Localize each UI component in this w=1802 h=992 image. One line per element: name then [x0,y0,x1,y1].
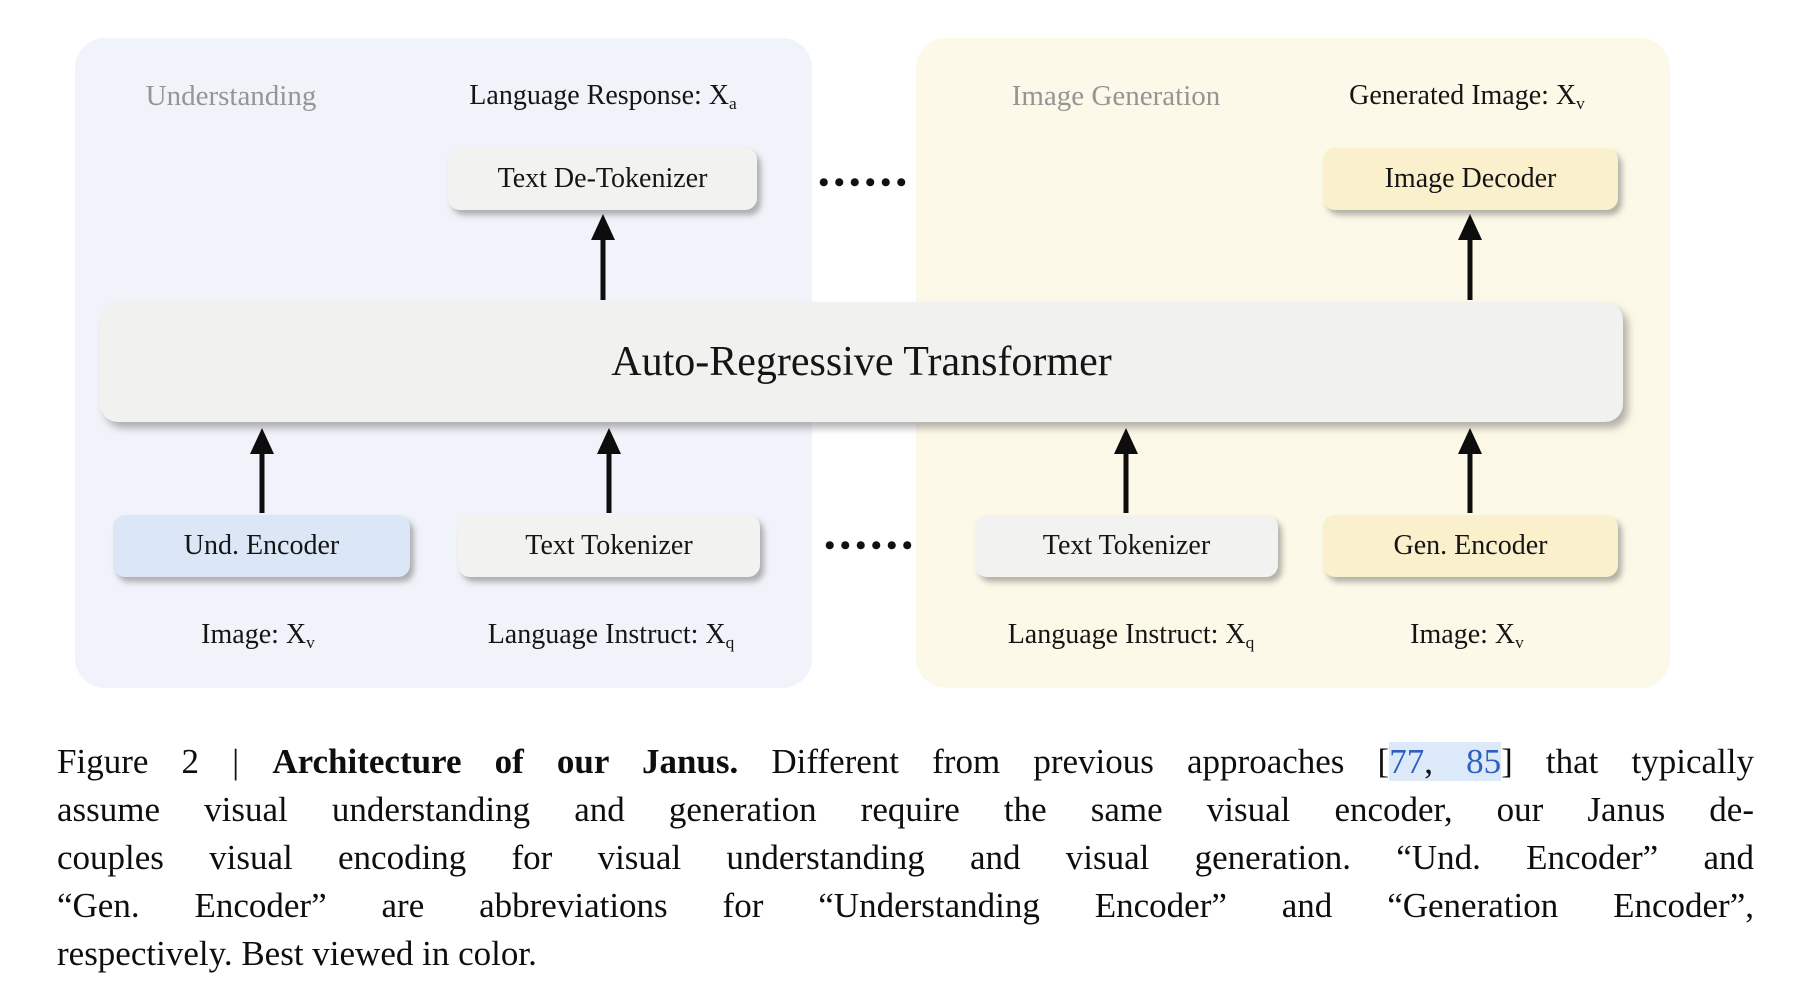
caption-line-1: Figure 2 | Architecture of our Janus. Di… [57,738,1754,786]
image-generation-section-label: Image Generation [1011,80,1221,112]
language-instruct-label-left: Language Instruct: Xq [431,617,791,653]
arrow-shaft [1467,446,1473,513]
ellipsis-bottom: •••••• [824,529,918,562]
auto-regressive-transformer-box: Auto-Regressive Transformer [100,302,1623,422]
text-tokenizer-left-box: Text Tokenizer [458,515,760,577]
generated-image-text: Generated Image: X [1349,80,1577,111]
ellipsis-top: •••••• [818,166,912,199]
image-input-subscript: v [1515,632,1524,652]
figure-number: Figure 2 | [57,742,273,781]
caption-line-2: assume visual understanding and generati… [57,790,1754,829]
arrow-transformer-to-image-decoder [1458,214,1482,300]
caption-line-3: couples visual encoding for visual under… [57,838,1754,877]
caption-text: Different from previous approaches [ [738,742,1390,781]
language-instruct-text: Language Instruct: X [1007,619,1246,650]
arrow-gen-encoder-to-transformer [1458,428,1482,513]
language-instruct-label-right: Language Instruct: Xq [951,617,1311,653]
arrow-shaft [1467,232,1473,300]
language-response-subscript: a [729,93,737,113]
text-tokenizer-right-box: Text Tokenizer [975,515,1278,577]
image-input-text: Image: X [1410,619,1516,650]
generated-image-subscript: v [1576,93,1585,113]
image-input-label-left: Image: Xv [108,617,408,653]
language-response-label: Language Response: Xa [433,78,773,114]
citation-link-77[interactable]: 77 [1389,742,1425,781]
arrow-shaft [259,446,265,513]
text-detokenizer-box: Text De-Tokenizer [448,148,757,210]
gen-encoder-box: Gen. Encoder [1323,515,1618,577]
arrow-shaft [600,232,606,300]
arrow-text-tokenizer-right-to-transformer [1114,428,1138,513]
caption-line-4: “Gen. Encoder” are abbreviations for “Un… [57,886,1754,925]
language-response-text: Language Response: X [469,80,729,111]
arrow-text-tokenizer-left-to-transformer [597,428,621,513]
image-decoder-box: Image Decoder [1323,148,1618,210]
und-encoder-box: Und. Encoder [113,515,410,577]
arrow-shaft [606,446,612,513]
citation-link-85[interactable]: 85 [1466,742,1502,781]
language-instruct-subscript: q [725,632,735,652]
image-input-label-right: Image: Xv [1317,617,1617,653]
understanding-section-label: Understanding [145,80,317,112]
arrow-shaft [1123,446,1129,513]
caption-line-5: respectively. Best viewed in color. [57,934,537,973]
arrow-transformer-to-detokenizer [591,214,615,300]
language-instruct-text: Language Instruct: X [487,619,726,650]
figure-caption: Figure 2 | Architecture of our Janus. Di… [57,738,1754,978]
citation-separator: , [1424,742,1467,781]
caption-text: ] that typically [1501,742,1754,781]
language-instruct-subscript: q [1245,632,1255,652]
arrow-und-encoder-to-transformer [250,428,274,513]
image-input-subscript: v [306,632,315,652]
image-input-text: Image: X [201,619,307,650]
caption-bold-title: Architecture of our Janus. [272,742,739,781]
generated-image-label: Generated Image: Xv [1297,78,1637,114]
